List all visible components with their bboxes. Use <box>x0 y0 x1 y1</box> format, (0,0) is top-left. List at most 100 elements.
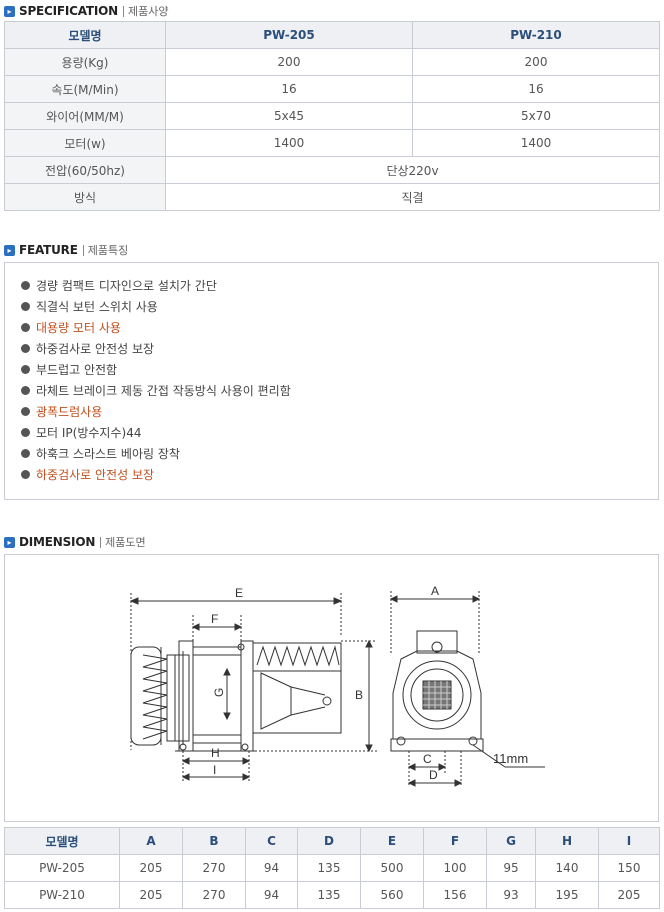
feature-text: 하훅크 스라스트 베아링 장착 <box>36 447 180 461</box>
header-cell: G <box>486 827 536 855</box>
feature-item: 직결식 보턴 스위치 사용 <box>21 296 658 317</box>
feature-item: 모터 IP(방수지수)44 <box>21 422 658 443</box>
bullet-icon <box>21 470 30 479</box>
table-cell: 16 <box>412 75 660 103</box>
table-cell: 95 <box>486 854 536 882</box>
winch-dimension-drawing: E F G <box>129 584 545 787</box>
bullet-icon <box>21 365 30 374</box>
section-title: SPECIFICATION <box>19 4 119 18</box>
table-row: 방식 직결 <box>4 183 660 211</box>
row-label: 속도(M/Min) <box>4 75 166 103</box>
table-cell: 270 <box>182 881 246 909</box>
header-cell: 모델명 <box>4 827 120 855</box>
table-cell: 140 <box>535 854 599 882</box>
dimension-drawing-box: E F G <box>4 554 659 822</box>
spec-section-header: ▸ SPECIFICATION 제품사양 <box>4 3 169 19</box>
table-header-row: 모델명 A B C D E F G H I <box>4 827 660 855</box>
table-cell: 100 <box>423 854 487 882</box>
row-label: 와이어(MM/M) <box>4 102 166 130</box>
dim-label-d: D <box>429 768 438 782</box>
table-row: 모터(w) 1400 1400 <box>4 129 660 157</box>
section-title: DIMENSION <box>19 535 96 549</box>
section-arrow-icon: ▸ <box>4 5 15 17</box>
feature-text: 부드럽고 안전함 <box>36 363 118 377</box>
header-cell: PW-210 <box>412 21 660 49</box>
feature-item: 하훅크 스라스트 베아링 장착 <box>21 443 658 464</box>
dim-label-c: C <box>423 752 432 766</box>
table-cell: 200 <box>165 48 413 76</box>
dim-label-h: H <box>211 746 220 760</box>
row-label: 전압(60/50hz) <box>4 156 166 184</box>
section-title: FEATURE <box>19 243 78 257</box>
section-subtitle: 제품도면 <box>105 536 146 549</box>
feature-item: 경량 컴팩트 디자인으로 설치가 간단 <box>21 275 658 296</box>
table-cell: 94 <box>245 854 298 882</box>
table-row: 전압(60/50hz) 단상220v <box>4 156 660 184</box>
dim-label-11mm: 11mm <box>493 751 528 766</box>
table-cell: 500 <box>360 854 424 882</box>
table-row: PW-210 205 270 94 135 560 156 93 195 205 <box>4 881 660 909</box>
feature-text: 직결식 보턴 스위치 사용 <box>36 300 158 314</box>
table-cell: 200 <box>412 48 660 76</box>
row-label: 방식 <box>4 183 166 211</box>
divider <box>123 5 125 17</box>
table-cell: 1400 <box>165 129 413 157</box>
spec-table: 모델명 PW-205 PW-210 용량(Kg) 200 200 속도(M/Mi… <box>4 21 660 211</box>
table-cell: 단상220v <box>165 156 660 184</box>
bullet-icon <box>21 344 30 353</box>
divider <box>100 536 102 548</box>
table-row: 속도(M/Min) 16 16 <box>4 75 660 103</box>
feature-text: 라체트 브레이크 제동 간접 작동방식 사용이 편리함 <box>36 384 291 398</box>
section-arrow-icon: ▸ <box>4 536 15 548</box>
feature-text: 하중검사로 안전성 보장 <box>36 342 155 356</box>
feature-section-header: ▸ FEATURE 제품특징 <box>4 242 128 258</box>
feature-text: 하중검사로 안전성 보장 <box>36 468 155 482</box>
feature-item: 광폭드럼사용 <box>21 401 658 422</box>
feature-text: 대용량 모터 사용 <box>36 321 121 335</box>
dimension-section-header: ▸ DIMENSION 제품도면 <box>4 534 146 550</box>
dim-label-g: G <box>212 688 226 697</box>
header-cell: C <box>245 827 298 855</box>
table-cell: 560 <box>360 881 424 909</box>
table-cell: 205 <box>119 854 183 882</box>
divider <box>82 244 84 256</box>
table-cell: 195 <box>535 881 599 909</box>
header-cell: D <box>297 827 361 855</box>
table-cell: PW-205 <box>4 854 120 882</box>
header-cell: PW-205 <box>165 21 413 49</box>
bullet-icon <box>21 302 30 311</box>
feature-text: 광폭드럼사용 <box>36 405 103 419</box>
header-cell: F <box>423 827 487 855</box>
dim-label-e: E <box>235 586 243 600</box>
dimension-table: 모델명 A B C D E F G H I PW-205 205 270 94 … <box>4 827 660 909</box>
bullet-icon <box>21 323 30 332</box>
section-arrow-icon: ▸ <box>4 244 15 256</box>
table-cell: 150 <box>598 854 660 882</box>
table-cell: 156 <box>423 881 487 909</box>
feature-item: 라체트 브레이크 제동 간접 작동방식 사용이 편리함 <box>21 380 658 401</box>
table-cell: 205 <box>598 881 660 909</box>
table-cell: 135 <box>297 881 361 909</box>
table-row: PW-205 205 270 94 135 500 100 95 140 150 <box>4 854 660 882</box>
dim-label-a: A <box>431 584 439 598</box>
table-cell: 270 <box>182 854 246 882</box>
feature-item: 대용량 모터 사용 <box>21 317 658 338</box>
table-row: 와이어(MM/M) 5x45 5x70 <box>4 102 660 130</box>
table-cell: PW-210 <box>4 881 120 909</box>
header-cell: H <box>535 827 599 855</box>
feature-text: 모터 IP(방수지수)44 <box>36 426 142 440</box>
table-cell: 직결 <box>165 183 660 211</box>
table-row: 용량(Kg) 200 200 <box>4 48 660 76</box>
table-cell: 1400 <box>412 129 660 157</box>
table-cell: 94 <box>245 881 298 909</box>
bullet-icon <box>21 281 30 290</box>
bullet-icon <box>21 386 30 395</box>
header-cell: B <box>182 827 246 855</box>
dim-label-i: I <box>213 763 216 777</box>
table-cell: 93 <box>486 881 536 909</box>
bullet-icon <box>21 449 30 458</box>
table-header-row: 모델명 PW-205 PW-210 <box>4 21 660 49</box>
table-cell: 5x45 <box>165 102 413 130</box>
